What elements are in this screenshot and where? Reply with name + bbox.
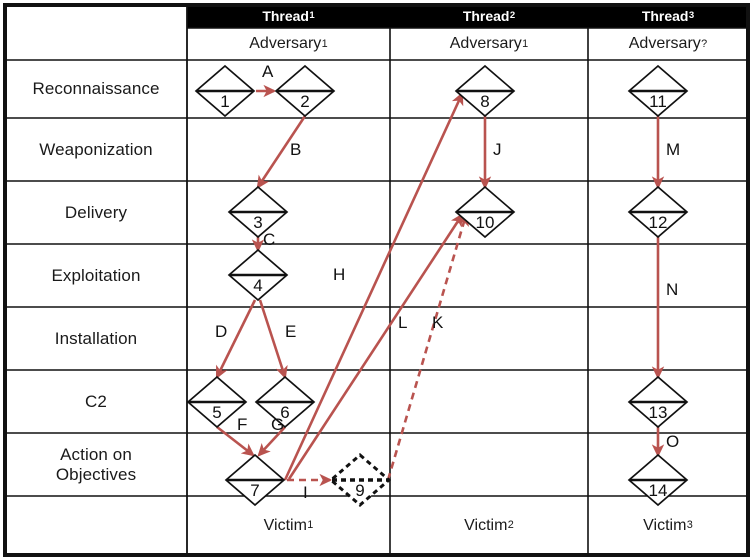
node-number: 12: [648, 213, 668, 232]
edge-label-E: E: [285, 322, 297, 341]
node-12[interactable]: 12: [627, 185, 689, 239]
edge-label-H: H: [333, 265, 346, 284]
edge-label-L: L: [398, 313, 408, 332]
subscript: 2: [509, 10, 516, 22]
subscript: ?: [701, 37, 708, 50]
edge-label-O: O: [666, 432, 680, 451]
stage-label-action-on-objectives: Action on Objectives: [55, 445, 137, 484]
adversary-label-3: Adversary?: [628, 35, 708, 53]
node-number: 10: [475, 213, 495, 232]
stage-label-weaponization: Weaponization: [39, 139, 153, 159]
edge-label-K: K: [432, 313, 444, 332]
subscript: 1: [309, 10, 315, 22]
node-4[interactable]: 4: [227, 248, 289, 302]
stage-label-c2: C2: [85, 391, 107, 411]
node-14[interactable]: 14: [627, 453, 689, 507]
node-number: 2: [300, 92, 310, 111]
edge-label-A: A: [262, 62, 274, 81]
edge-label-I: I: [303, 483, 308, 502]
node-7[interactable]: 7: [224, 453, 286, 507]
node-9[interactable]: 9: [329, 453, 391, 507]
node-1[interactable]: 1: [194, 64, 256, 118]
node-number: 9: [355, 481, 365, 500]
node-5[interactable]: 5: [186, 375, 248, 429]
node-13[interactable]: 13: [627, 375, 689, 429]
stage-label-delivery: Delivery: [64, 202, 128, 222]
edge-label-M: M: [666, 140, 681, 159]
node-3[interactable]: 3: [227, 185, 289, 239]
edge-label-J: J: [493, 140, 502, 159]
stage-label-reconnaissance: Reconnaissance: [32, 79, 160, 99]
subscript: 3: [686, 519, 693, 532]
node-number: 6: [280, 403, 290, 422]
subscript: 1: [522, 37, 529, 50]
edge-label-C: C: [263, 230, 276, 249]
subscript: 1: [307, 519, 314, 532]
node-number: 11: [649, 92, 667, 111]
node-number: 14: [648, 481, 668, 500]
node-number: 5: [212, 403, 222, 422]
node-number: 1: [220, 92, 230, 111]
subscript: 3: [688, 10, 695, 22]
node-10[interactable]: 10: [454, 185, 516, 239]
edge-label-F: F: [237, 415, 248, 434]
edge-label-G: G: [271, 415, 285, 434]
stage-label-exploitation: Exploitation: [51, 265, 141, 285]
node-number: 4: [253, 276, 263, 295]
subscript: 2: [507, 519, 514, 532]
node-11[interactable]: 11: [627, 64, 689, 118]
node-2[interactable]: 2: [274, 64, 336, 118]
edge-label-B: B: [290, 140, 302, 159]
node-number: 7: [250, 481, 260, 500]
stage-label-installation: Installation: [54, 328, 138, 348]
node-number: 13: [648, 403, 668, 422]
node-number: 3: [253, 213, 263, 232]
node-8[interactable]: 8: [454, 64, 516, 118]
edge-label-D: D: [215, 322, 228, 341]
edge-label-N: N: [666, 280, 679, 299]
node-number: 8: [480, 92, 490, 111]
node-6[interactable]: 6: [254, 375, 316, 429]
subscript: 1: [321, 37, 328, 50]
